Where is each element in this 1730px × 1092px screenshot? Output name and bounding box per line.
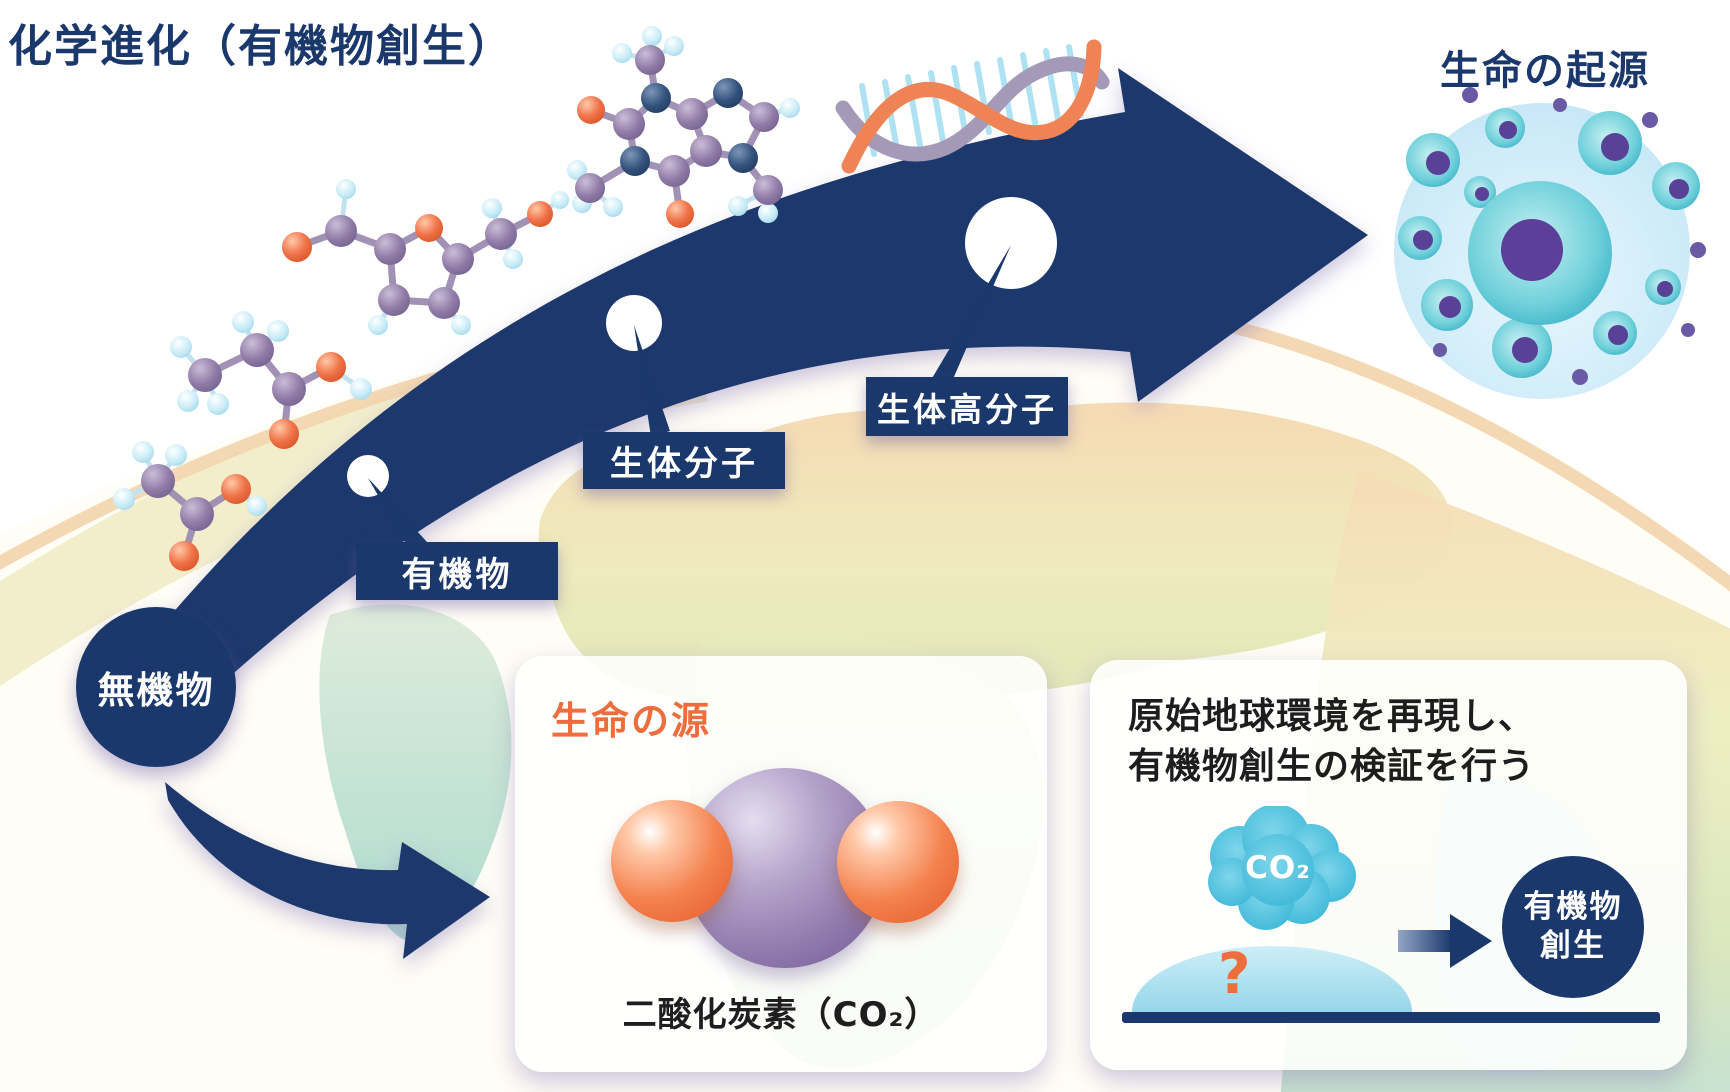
result-line1: 有機物 bbox=[1523, 889, 1623, 926]
oxygen-atom-sphere-left bbox=[611, 800, 733, 922]
experiment-description-line1: 原始地球環境を再現し、 bbox=[1128, 696, 1536, 737]
molecule-propionic-acid bbox=[170, 311, 372, 449]
cloud-shape bbox=[1208, 804, 1356, 930]
molecule-purine bbox=[567, 26, 800, 228]
label-pointers bbox=[368, 245, 1011, 549]
stage-biomolecule-label: 生体分子 bbox=[583, 432, 785, 489]
inorganic-to-co2-arrow bbox=[165, 782, 490, 959]
co2-caption: 二酸化炭素（CO₂） bbox=[622, 995, 940, 1035]
experiment-description-line2: 有機物創生の検証を行う bbox=[1128, 745, 1536, 787]
co2-cloud: CO₂ bbox=[1178, 804, 1378, 956]
source-card-heading: 生命の源 bbox=[551, 699, 712, 743]
question-mark: ? bbox=[1218, 942, 1251, 1007]
cloud-co2-label: CO₂ bbox=[1245, 850, 1311, 886]
source-of-life-card: 生命の源 二酸化炭素（CO₂） bbox=[515, 656, 1047, 1072]
dna-helix bbox=[835, 39, 1110, 174]
result-line2: 創生 bbox=[1540, 928, 1606, 964]
stage-inorganic-circle: 無機物 bbox=[76, 607, 236, 767]
ground-line bbox=[1122, 1012, 1660, 1023]
experiment-card: 原始地球環境を再現し、 有機物創生の検証を行う CO₂ ? bbox=[1090, 660, 1687, 1070]
organic-creation-result-circle: 有機物 創生 bbox=[1502, 856, 1644, 998]
page-title: 化学進化（有機物創生） bbox=[8, 21, 514, 72]
evolution-arrow bbox=[150, 68, 1368, 690]
origin-cell-illustration bbox=[1394, 87, 1706, 399]
experiment-description: 原始地球環境を再現し、 有機物創生の検証を行う bbox=[1128, 692, 1535, 791]
stage-inorganic-label: 無機物 bbox=[97, 669, 215, 712]
molecule-furan-ring bbox=[282, 179, 569, 335]
origin-of-life-label: 生命の起源 bbox=[1440, 48, 1650, 94]
stage-biomacromolecule-label: 生体高分子 bbox=[866, 377, 1068, 436]
molecule-acetic-acid bbox=[113, 441, 267, 571]
oxygen-atom-sphere-right bbox=[837, 801, 959, 923]
stage-organic-label: 有機物 bbox=[356, 542, 558, 600]
reaction-arrow bbox=[1398, 914, 1492, 968]
milestone-dots bbox=[347, 197, 1057, 497]
